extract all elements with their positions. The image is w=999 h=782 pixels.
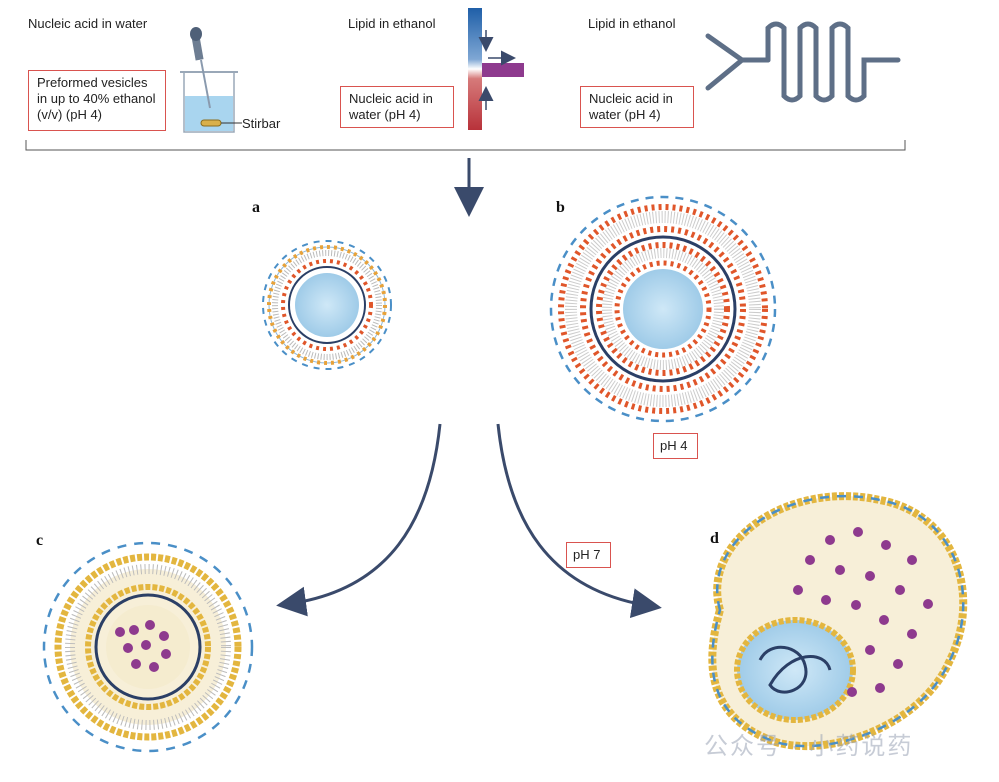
microfluidic-chip-icon [705,21,901,103]
panel-d-letter: d [710,530,719,547]
method-1-heading: Nucleic acid in water [28,16,148,31]
t-mixer-icon [468,8,524,130]
lnp-a-illustration [262,240,392,370]
ph4-label: pH 4 [653,433,698,459]
ph7-label: pH 7 [566,542,611,568]
method-2-box: Nucleic acid in water (pH 4) [340,86,454,128]
stirbar-icon [200,119,222,127]
method-3-box: Nucleic acid in water (pH 4) [580,86,694,128]
panel-c-letter: c [36,532,44,549]
method-3-heading: Lipid in ethanol [588,16,676,31]
curved-arrow-to-d [496,423,662,619]
lnp-c-illustration [42,541,254,753]
pipette-icon [190,27,211,109]
lnp-d-illustration [708,492,968,751]
method-2-heading: Lipid in ethanol [348,16,436,31]
curved-arrow-to-c [276,423,442,617]
method-1-box: Preformed vesicles in up to 40% ethanol … [28,70,166,131]
lnp-b-illustration [549,195,777,423]
panel-a-letter: a [252,199,260,216]
methods-bracket [25,140,906,151]
watermark: 公众号 · 小药说药 [704,733,914,760]
panel-b-letter: b [556,199,565,216]
stirbar-label: Stirbar [242,116,281,131]
